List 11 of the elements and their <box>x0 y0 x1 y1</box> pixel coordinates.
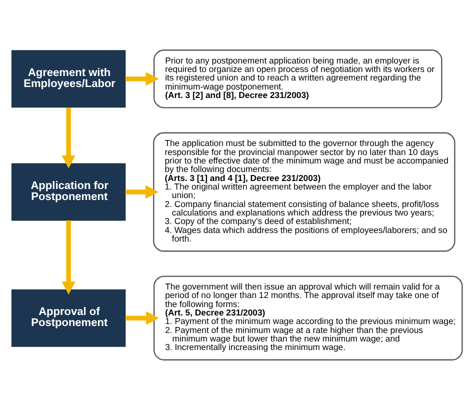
node-box: Agreement with Employees/Labor <box>11 50 126 108</box>
arrow <box>62 108 76 168</box>
arrow <box>125 72 159 86</box>
arrow <box>125 185 158 199</box>
node-box: The application must be submitted to the governor through the agency responsible for the provincial manpower sector by no later than 10 days prior to the effective date of the minimum wage and must be accompanied by the following documents: (Arts. 3 [1] and 4 [1], Decree 231/2003) 1. The original written agreement between the employer and the labor union; 2. Company financial statement consisting of balance sheets, profit/loss calculations and explanations which address the previous two years; 3. Copy of the company's deed of establishment; 4. Wages data which address the positions of employees/laborers; and so forth. <box>153 132 456 252</box>
arrow <box>62 220 76 295</box>
node-box: Approval of Postponement <box>11 289 126 347</box>
node-box: The government will then issue an approval which will remain valid for a period of no longer than 12 months. The approval itself may take one of the following forms: (Art. 5, Decree 231/2003) 1. Payment of the minimum wage according to the previous minimum wage; 2. Payment of the minimum wage at a rate higher than the previous minimum wage but lower than the new minimum wage; and 3. Incrementally increasing the minimum wage. <box>153 276 463 360</box>
node-box: Application for Postponement <box>11 163 126 221</box>
arrow <box>125 311 160 325</box>
node-box: Prior to any postponement application being made, an employer is required to organize an open process of negotiation with its workers or its registered union and to reach a written agreement regarding the minimum-wage postponement. (Art. 3 [2] and [8], Decree 231/2003) <box>153 50 442 108</box>
